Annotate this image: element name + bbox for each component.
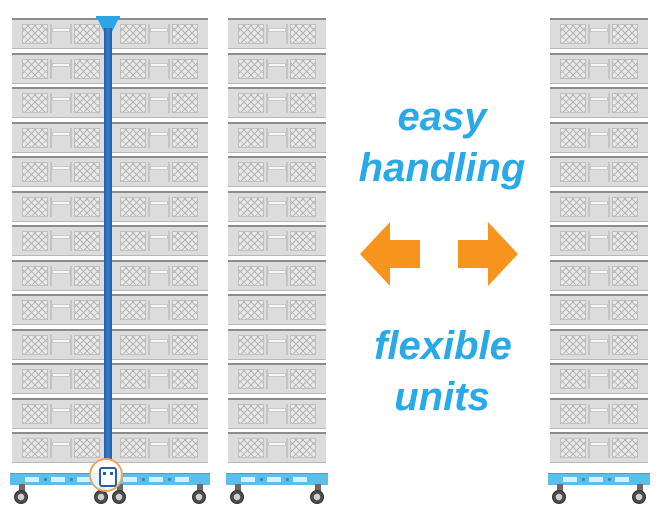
wheel-icon bbox=[192, 483, 208, 506]
dolly-base bbox=[226, 472, 328, 485]
crate bbox=[228, 87, 326, 118]
crate bbox=[228, 328, 326, 360]
crate bbox=[550, 294, 648, 325]
crate bbox=[550, 363, 648, 394]
crate bbox=[228, 121, 326, 153]
arrow-left-icon bbox=[360, 222, 420, 286]
crate bbox=[228, 225, 326, 256]
crate bbox=[228, 18, 326, 49]
crate bbox=[550, 52, 648, 84]
crate bbox=[550, 225, 648, 256]
crate bbox=[228, 156, 326, 187]
wheel-icon bbox=[14, 483, 30, 506]
wheel-icon bbox=[552, 483, 568, 506]
crate bbox=[228, 363, 326, 394]
crate bbox=[550, 87, 648, 118]
crate bbox=[228, 294, 326, 325]
strap-bar bbox=[104, 28, 112, 460]
crate bbox=[228, 259, 326, 291]
crate bbox=[228, 52, 326, 84]
crate bbox=[228, 397, 326, 429]
crate bbox=[228, 432, 326, 463]
crate bbox=[550, 397, 648, 429]
wheel-icon bbox=[632, 483, 648, 506]
crate bbox=[550, 328, 648, 360]
caption-handling: handling bbox=[358, 146, 526, 190]
caption-units: units bbox=[394, 375, 490, 419]
crate bbox=[228, 190, 326, 222]
caption-easy: easy bbox=[397, 95, 487, 139]
wheel-icon bbox=[112, 483, 128, 506]
wheel-icon bbox=[310, 483, 326, 506]
lock-icon bbox=[89, 458, 123, 492]
dolly-base bbox=[548, 472, 650, 485]
crate bbox=[550, 259, 648, 291]
crate bbox=[550, 156, 648, 187]
wheel-icon bbox=[230, 483, 246, 506]
arrow-right-icon bbox=[458, 222, 518, 286]
hook-cap bbox=[96, 16, 120, 19]
crate bbox=[550, 190, 648, 222]
crate bbox=[550, 121, 648, 153]
crate bbox=[550, 432, 648, 463]
crate bbox=[550, 18, 648, 49]
caption-flexible: flexible bbox=[374, 324, 512, 368]
